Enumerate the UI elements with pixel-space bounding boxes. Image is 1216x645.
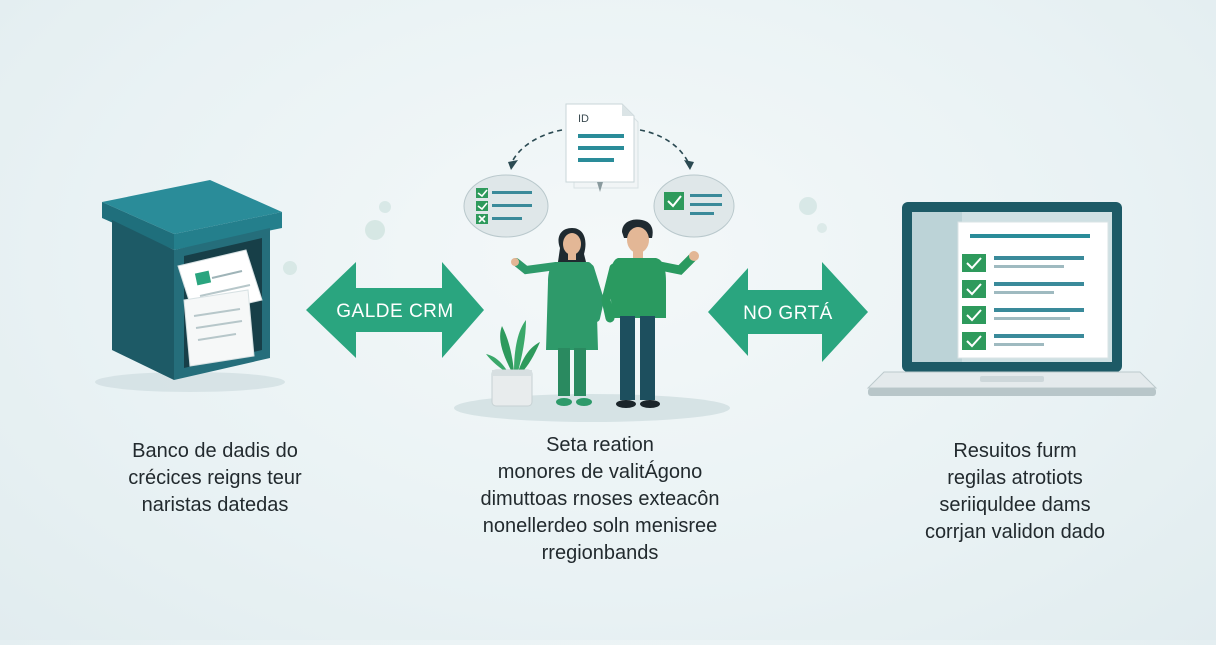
checklist-row [962, 332, 1084, 350]
right-arrow-label: NO GRTÁ [743, 303, 833, 324]
id-document-icon: ID [565, 103, 639, 192]
checklist-row [962, 280, 1084, 298]
checklist-row [962, 306, 1084, 324]
checklist-bubble-left-icon [463, 174, 549, 238]
bidirectional-arrow-left: GALDE CRM [306, 262, 484, 358]
checklist-row [962, 254, 1084, 272]
decorative-dots [283, 197, 827, 275]
paper-documents-icon [177, 249, 263, 367]
left-arrow-label: GALDE CRM [336, 301, 453, 322]
caption-left: Banco de dadis do crécices reigns teur n… [128, 440, 302, 516]
checklist-bubble-right-icon [653, 174, 735, 238]
potted-plant-icon [486, 320, 540, 407]
caption-middle: Seta reation monores de valitÁgono dimut… [480, 434, 720, 564]
laptop-icon [866, 202, 1158, 396]
arrow-head-icon [684, 160, 694, 170]
document-label: ID [578, 113, 589, 125]
caption-right: Resuitos furm regilas atrotiots seriiqul… [924, 440, 1106, 543]
cycle-arrows [511, 129, 689, 163]
woman-figure-icon [511, 228, 605, 406]
man-figure-icon [601, 219, 699, 408]
arrow-head-icon [508, 160, 518, 170]
forward-arrow-right: NO GRTÁ [708, 262, 868, 362]
database-box-icon [95, 180, 285, 392]
